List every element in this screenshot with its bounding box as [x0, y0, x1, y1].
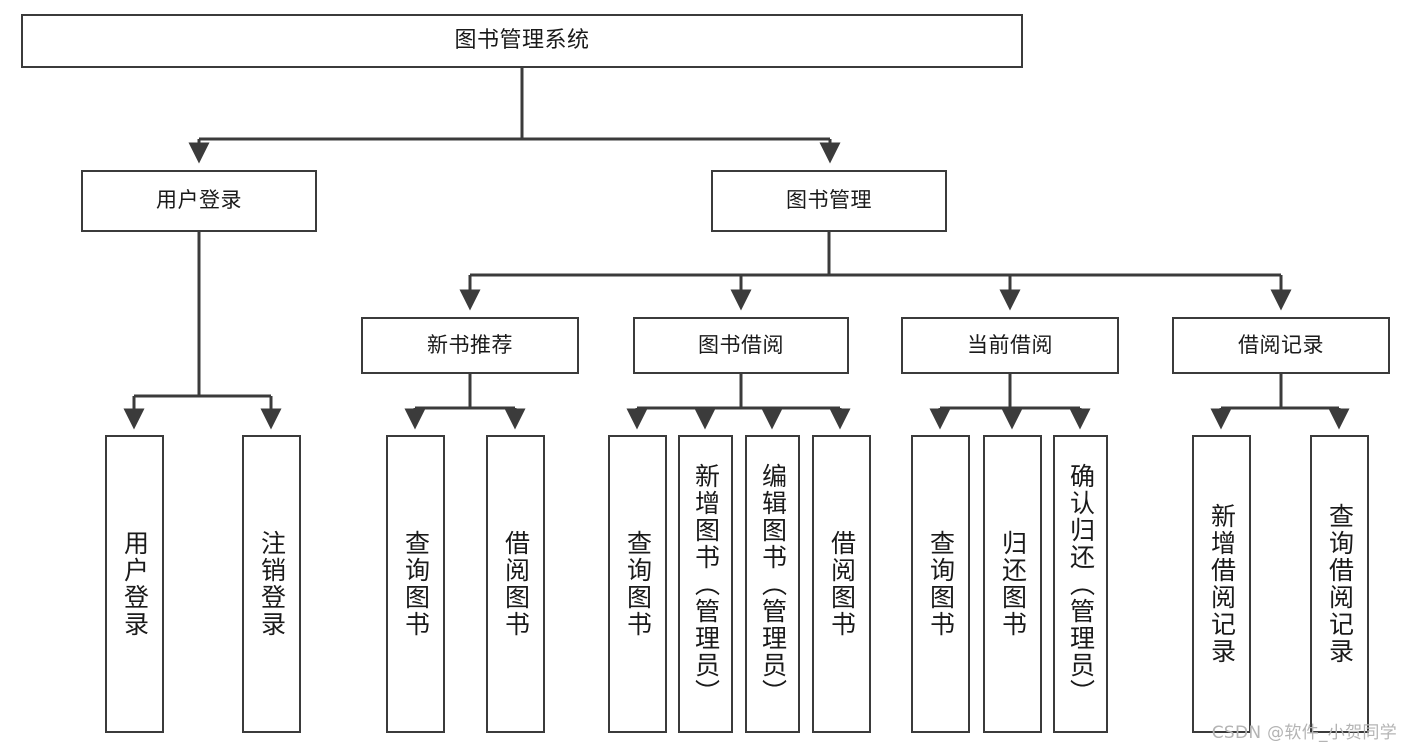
node-label: 借阅记录: [1238, 332, 1324, 357]
leaf-borrow-book-1[interactable]: 借阅图书: [486, 435, 545, 733]
node-label: 图书管理系统: [454, 27, 590, 53]
leaf-return-book[interactable]: 归还图书: [983, 435, 1042, 733]
leaf-confirm-return-admin[interactable]: 确认归还（管理员）: [1053, 435, 1108, 733]
node-label: 归还图书: [998, 530, 1028, 638]
node-label: 借阅图书: [827, 530, 857, 638]
node-label: 图书管理: [786, 188, 872, 213]
leaf-query-book-3[interactable]: 查询图书: [911, 435, 970, 733]
leaf-user-logout[interactable]: 注销登录: [242, 435, 301, 733]
node-label: 新增借阅记录: [1207, 503, 1237, 665]
node-label: 注销登录: [257, 530, 287, 638]
node-label: 确认归还（管理员）: [1066, 462, 1096, 706]
node-label: 借阅图书: [501, 530, 531, 638]
node-label: 用户登录: [156, 188, 242, 213]
leaf-add-book-admin[interactable]: 新增图书（管理员）: [678, 435, 733, 733]
node-label: 图书借阅: [698, 332, 784, 357]
leaf-add-borrow-record[interactable]: 新增借阅记录: [1192, 435, 1251, 733]
node-label: 用户登录: [120, 530, 150, 638]
leaf-query-book-2[interactable]: 查询图书: [608, 435, 667, 733]
node-book-borrow[interactable]: 图书借阅: [633, 317, 849, 374]
node-label: 新书推荐: [427, 332, 513, 357]
node-borrow-record[interactable]: 借阅记录: [1172, 317, 1390, 374]
node-label: 编辑图书（管理员）: [758, 462, 788, 706]
leaf-query-book-1[interactable]: 查询图书: [386, 435, 445, 733]
node-label: 查询借阅记录: [1325, 503, 1355, 665]
leaf-borrow-book-2[interactable]: 借阅图书: [812, 435, 871, 733]
node-user-login[interactable]: 用户登录: [81, 170, 317, 232]
node-label: 查询图书: [401, 530, 431, 638]
node-label: 查询图书: [926, 530, 956, 638]
node-root-system[interactable]: 图书管理系统: [21, 14, 1023, 68]
node-label: 新增图书（管理员）: [691, 462, 721, 706]
node-label: 当前借阅: [967, 332, 1053, 357]
leaf-query-borrow-record[interactable]: 查询借阅记录: [1310, 435, 1369, 733]
watermark-text: CSDN @软件_小贺同学: [1211, 723, 1397, 743]
leaf-user-login[interactable]: 用户登录: [105, 435, 164, 733]
leaf-edit-book-admin[interactable]: 编辑图书（管理员）: [745, 435, 800, 733]
node-book-manage[interactable]: 图书管理: [711, 170, 947, 232]
node-new-book-recommend[interactable]: 新书推荐: [361, 317, 579, 374]
node-label: 查询图书: [623, 530, 653, 638]
node-current-borrow[interactable]: 当前借阅: [901, 317, 1119, 374]
